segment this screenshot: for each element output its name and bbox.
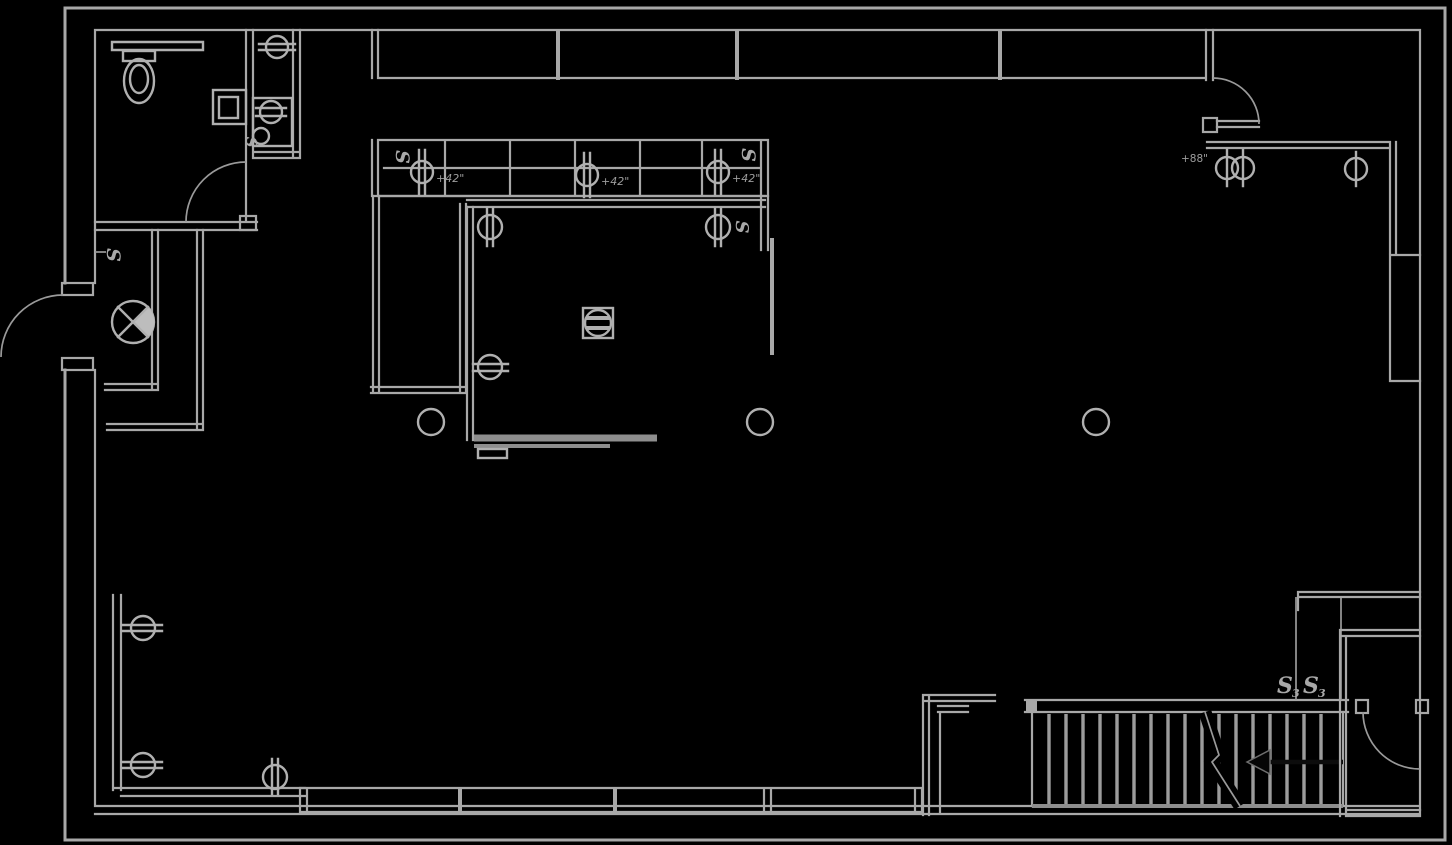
counter-outlet-2 [574,151,600,199]
three-way-switch-1-sub: 3 [1292,687,1300,700]
wall-outlet-height-label: +88" [1181,153,1208,165]
ceiling-light-2 [745,407,775,437]
bottom-left-partition [111,593,307,798]
switch-label-counter-left: S [391,150,413,164]
top-right-door-swing [1201,77,1261,134]
desk-counter [474,434,657,460]
kitchen-wall-outlet [471,353,510,381]
wall-sink [211,88,248,126]
kitchen-cabinets [370,138,770,209]
bathroom-door-swing [185,161,247,223]
island-outlet-right [704,206,732,248]
duplex-outlet-top-right [1343,150,1369,188]
three-way-switch-2-sub: 3 [1318,687,1326,700]
wall-outlet-bl-upper [120,614,164,642]
exterior-wall-outline [63,6,1447,842]
tv-wall [1205,140,1422,383]
bottom-right-door-swing [1354,698,1430,770]
quad-outlet [1214,148,1256,188]
ceiling-light-1 [416,407,446,437]
ceiling-light-3 [1081,407,1111,437]
window-wall-top [370,28,1215,82]
kitchen-walls [465,194,774,442]
window-wall-bottom [298,786,924,814]
gfi-outlet-chase [257,34,297,60]
toilet [110,40,205,105]
bottom-right-walls [1296,590,1422,818]
stairs [1023,698,1350,808]
stair-side-wall [921,693,997,817]
switch-label-below-counter: S [731,221,752,234]
counter-outlet-1 [409,148,435,196]
utility-box [251,96,294,148]
switch-label-utility: S [242,137,260,148]
entry-door-swing [0,281,95,372]
wall-outlet-bottom [261,757,289,796]
counter-outlet-1-label: +42" [436,172,464,185]
counter-outlet-3-label: +42" [732,172,760,185]
counter-outlet-3 [705,148,731,196]
vestibule-walls [103,228,205,432]
exit-ceiling-light [110,299,156,345]
bathroom-walls [93,28,302,232]
island-outlet-left [476,206,504,248]
switch-label-counter-right: S [737,148,759,162]
counter-outlet-2-label: +42" [601,175,629,188]
three-way-switch-2: S [1303,673,1319,699]
wall-outlet-bl-lower [120,751,164,779]
switch-label-vestibule: S [102,248,124,262]
stair-direction-arrow [1245,748,1343,776]
pantry-walls [369,194,468,395]
junction-box [581,306,615,340]
three-way-switch-1: S [1277,673,1293,699]
stair-break-line [1198,709,1246,810]
